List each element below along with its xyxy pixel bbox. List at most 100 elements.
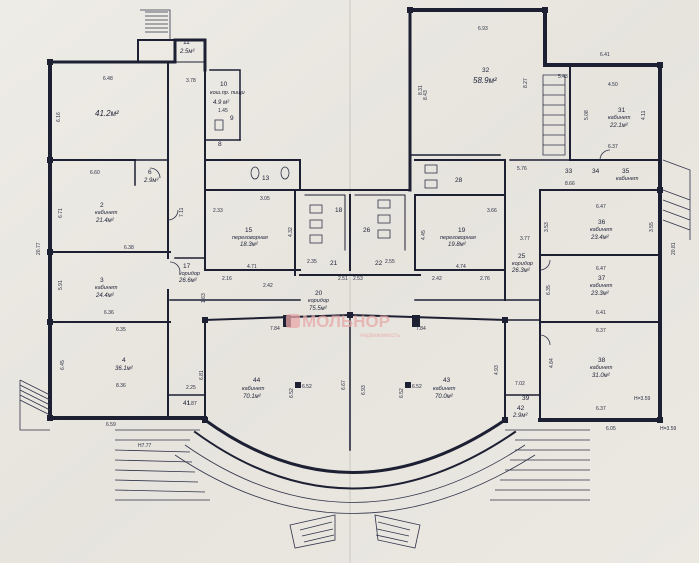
room-42-number: 42: [517, 405, 525, 412]
room-11-number: 11: [183, 39, 190, 46]
dim-label: 6.81: [199, 370, 205, 380]
dim-label: 6.60: [90, 170, 100, 176]
room-28-number: 28: [455, 177, 463, 184]
dim-label: 8.31: [418, 85, 424, 95]
room-15-number: 15: [245, 227, 253, 234]
room-25-number: 25: [518, 253, 526, 260]
room-17-number: 17: [183, 263, 191, 270]
dim-label: 6.52: [289, 388, 295, 398]
room-15-area: 18.3м²: [240, 242, 259, 248]
dim-label: 8.43: [423, 90, 429, 100]
dim-label: 1.45: [218, 108, 228, 114]
dim-label: 6.52: [412, 384, 422, 390]
room-2-area: 21.4м²: [95, 218, 115, 224]
dim-label: 2.16: [222, 276, 232, 282]
room-20-name: коридор: [308, 298, 329, 304]
dim-label: 2.42: [263, 283, 273, 289]
dim-label: 6.37: [596, 406, 606, 412]
room-17-name: коридор: [179, 271, 200, 277]
room-10-name: кош.пр. пищи: [210, 90, 245, 96]
dim-label: 6.41: [596, 310, 606, 316]
room-10-number: 10: [220, 81, 228, 88]
dim-label: 2.25: [186, 385, 196, 391]
room-19-number: 19: [458, 227, 466, 234]
room-6-area: 2.9м²: [143, 178, 159, 184]
dim-label: 3.78: [186, 78, 196, 84]
dim-label: 6.93: [478, 26, 488, 32]
dim-label: 6.48: [103, 76, 113, 82]
room-39-number: 39: [522, 395, 530, 402]
room-3-area: 24.4м²: [95, 293, 115, 299]
dim-label: 3.55: [649, 222, 655, 232]
room-3-number: 3: [100, 277, 104, 284]
dim-label: 6.38: [124, 245, 134, 251]
room-8-number: 8: [218, 141, 222, 148]
dim-label: 3.53: [544, 222, 550, 232]
room-4-number: 4: [122, 357, 126, 364]
room-3-name: кабинет: [95, 285, 118, 291]
room-44-name: кабинет: [242, 386, 265, 392]
room-37-number: 37: [598, 275, 606, 282]
dim-label: 6.47: [596, 266, 606, 272]
dim-label: 1.63: [201, 293, 207, 303]
room-34-number: 34: [592, 168, 600, 175]
dim-label: 7.84: [270, 326, 280, 332]
dim-label: 6.37: [608, 144, 618, 150]
room-25-name: коридор: [512, 261, 533, 267]
room-31-area: 22.1м²: [609, 123, 629, 129]
room-43-name: кабинет: [433, 386, 456, 392]
dimension-labels: 6.48 6.16 3.78 1.45 6.60 6.71 6.38 5.91 …: [36, 26, 677, 449]
room-32-area: 58.9м²: [473, 76, 497, 85]
room-labels: 11 2.5м² 10 кош.пр. пищи 4.9 м² 9 8 41.2…: [95, 39, 639, 419]
dim-label: 4.45: [421, 230, 427, 240]
dim-label: 3.77: [520, 236, 530, 242]
dim-label: 5.91: [58, 280, 64, 290]
room-32-number: 32: [482, 67, 490, 74]
room-20-area: 75.5м²: [309, 306, 328, 312]
room-31-number: 31: [618, 107, 626, 114]
dim-label: 6.71: [58, 208, 64, 218]
room-38-area: 31.0м²: [592, 373, 611, 379]
room-20-number: 20: [315, 290, 323, 297]
dim-label: 6.35: [116, 327, 126, 333]
room-36-number: 36: [598, 219, 606, 226]
dim-label: 6.67: [341, 380, 347, 390]
dim-label: 5.76: [517, 166, 527, 172]
dim-label: Н7.77: [138, 443, 152, 449]
room-44-number: 44: [253, 377, 261, 384]
dim-label: 6.35: [546, 285, 552, 295]
room-4-area: 36.1м²: [115, 366, 134, 372]
room-41-number: 41: [183, 400, 191, 407]
dim-label: 7.11: [179, 207, 185, 217]
room-31-name: кабинет: [608, 115, 631, 121]
dim-label: 2.76: [480, 276, 490, 282]
dim-label: 2.51: [338, 276, 348, 282]
room-6-number: 6: [148, 169, 152, 176]
room-38-number: 38: [598, 357, 606, 364]
dim-label: 2.35: [307, 259, 317, 265]
room-36-area: 23.4м²: [590, 235, 610, 241]
dim-label: 4.74: [456, 264, 466, 270]
room-38-name: кабинет: [590, 365, 613, 371]
watermark-subtitle: недвижимость: [360, 333, 400, 339]
room-37-area: 23.3м²: [590, 291, 610, 297]
dim-label: 1.87: [187, 401, 197, 407]
room-25-area: 26.3м²: [511, 268, 531, 274]
dim-label: 7.84: [416, 326, 426, 332]
stairs-and-details: [19, 9, 691, 549]
room-22-number: 22: [375, 260, 383, 267]
room-19-name: переговорная: [440, 235, 476, 241]
room-35-name: кабинет: [616, 176, 639, 182]
room-9-number: 9: [230, 115, 234, 122]
room-33-number: 33: [565, 168, 573, 175]
dim-label: 2.42: [432, 276, 442, 282]
room-19-area: 19.8м²: [448, 242, 467, 248]
room-2-name: кабинет: [95, 210, 118, 216]
room-36-name: кабинет: [590, 227, 613, 233]
room-13-number: 13: [262, 175, 270, 182]
room-1-area: 41.2м²: [95, 109, 119, 118]
room-42-area: 2.9м²: [512, 413, 528, 419]
dim-label: 20.77: [36, 242, 42, 255]
dim-label: 4.50: [608, 82, 618, 88]
